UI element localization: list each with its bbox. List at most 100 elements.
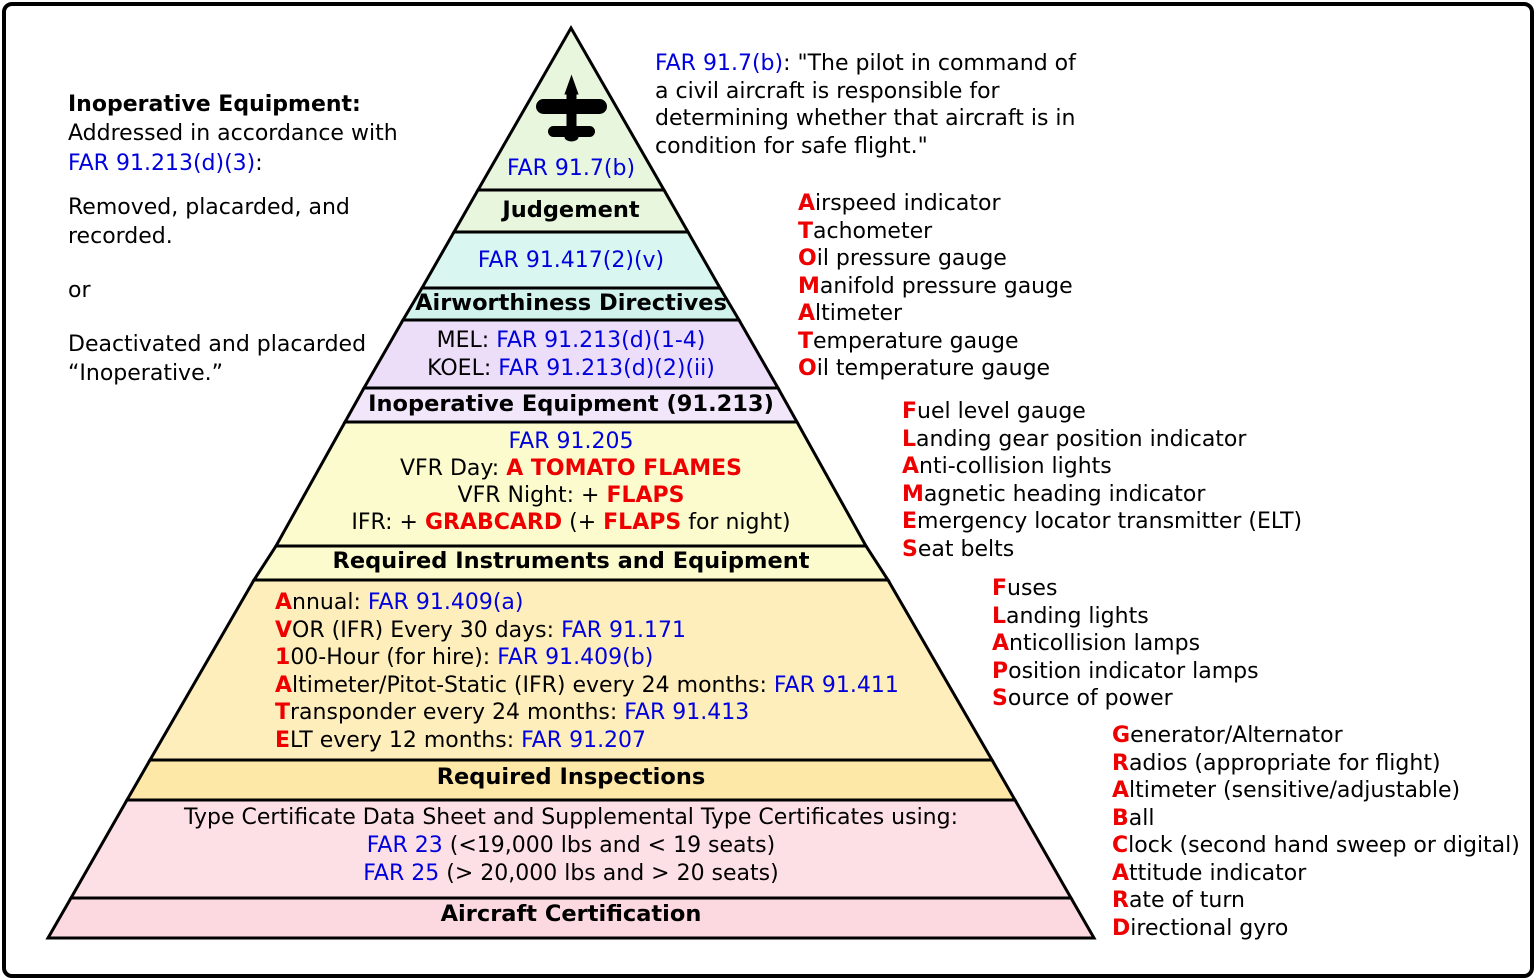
item-text: anding lights	[1006, 603, 1149, 629]
item-text: il temperature gauge	[816, 356, 1051, 381]
left-panel-far-ref-line: FAR 91.213(d)(3):	[68, 151, 263, 176]
list-item: Clock (second hand sweep or digital)	[1112, 832, 1520, 860]
far-91-7b-quote: FAR 91.7(b): "The pilot in command of a …	[655, 50, 1079, 160]
ifr-tail: for night)	[681, 510, 791, 535]
list-item: Source of power	[992, 685, 1259, 713]
item-text: uses	[1007, 576, 1058, 601]
mnemonic-initial: G	[1112, 723, 1131, 748]
mnemonic-initial: F	[992, 576, 1008, 601]
mnemonic-initial: S	[992, 686, 1008, 711]
item-text: nticollision lamps	[1009, 631, 1201, 656]
item-text: nnual:	[292, 590, 368, 615]
list-item: Anticollision lamps	[992, 630, 1259, 658]
item-text: achometer	[813, 218, 933, 244]
quote-text: : "The pilot in command of a civil aircr…	[655, 51, 1076, 159]
item-text: ltimeter/Pitot-Static (IFR) every 24 mon…	[292, 672, 774, 698]
list-item: Airspeed indicator	[798, 190, 1073, 218]
mnemonic-initial: A	[275, 590, 293, 615]
band-airworthiness-label: Airworthiness Directives	[415, 290, 727, 316]
koel-line: KOEL: FAR 91.213(d)(2)(ii)	[427, 356, 715, 381]
list-item: Magnetic heading indicator	[902, 481, 1302, 509]
item-text: anding gear position indicator	[916, 426, 1247, 452]
far25-line: FAR 25 (> 20,000 lbs and > 20 seats)	[363, 861, 778, 886]
mnemonic-initial: T	[798, 218, 814, 244]
flames-list: Fuel level gauge Landing gear position i…	[902, 398, 1302, 563]
far23-criteria: (<19,000 lbs and < 19 seats)	[442, 833, 776, 858]
item-text: irspeed indicator	[815, 191, 1001, 216]
mnemonic-initial: A	[1112, 860, 1130, 886]
item-text: il pressure gauge	[816, 246, 1007, 271]
mnemonic-initial: E	[275, 727, 291, 753]
list-item: Altimeter/Pitot-Static (IFR) every 24 mo…	[275, 672, 899, 700]
mnemonic-initial: V	[275, 617, 293, 643]
aviate-inspections-list: Annual: FAR 91.409(a) VOR (IFR) Every 30…	[275, 589, 899, 755]
mnemonic-initial: S	[902, 536, 918, 562]
vfr-day-line: VFR Day: A TOMATO FLAMES	[400, 456, 742, 481]
mnemonic-initial: E	[902, 509, 918, 534]
list-item: Landing gear position indicator	[902, 426, 1302, 454]
item-text: 00-Hour (for hire):	[290, 645, 498, 671]
far-reference: FAR 91.413	[624, 700, 750, 726]
item-text: adios (appropriate for flight)	[1128, 750, 1441, 776]
mel-label: MEL:	[436, 328, 497, 353]
mnemonic-initial: F	[902, 399, 918, 424]
far-reference: FAR 23	[366, 833, 443, 858]
item-text: ltimeter	[815, 301, 903, 326]
mnemonic-initial: R	[1112, 888, 1129, 913]
mnemonic-initial: M	[798, 273, 820, 299]
koel-label: KOEL:	[427, 356, 499, 381]
mnemonic-initial: T	[798, 328, 814, 354]
left-panel-option1-line1: Removed, placarded, and	[68, 195, 350, 220]
type-certificate-line: Type Certificate Data Sheet and Suppleme…	[184, 805, 958, 830]
item-text: ate of turn	[1128, 888, 1245, 913]
far-reference: FAR 91.213(d)(1-4)	[496, 328, 706, 353]
atomato-list: Airspeed indicator Tachometer Oil pressu…	[798, 190, 1073, 383]
mnemonic-grabcard: GRABCARD	[424, 510, 563, 535]
mnemonic-initial: A	[798, 191, 816, 216]
far-reference: FAR 91.409(b)	[497, 645, 654, 671]
left-panel-or: or	[68, 278, 91, 303]
ifr-label: IFR: +	[351, 510, 425, 535]
item-text: mergency locator transmitter (ELT)	[917, 509, 1303, 534]
ifr-line: IFR: + GRABCARD (+ FLAPS for night)	[351, 510, 790, 535]
band-required-inspections-label: Required Inspections	[436, 764, 706, 790]
far-reference: FAR 91.213(d)(2)(ii)	[498, 356, 715, 381]
list-item: Generator/Alternator	[1112, 722, 1520, 750]
item-text: OR (IFR) Every 30 days:	[292, 617, 562, 643]
list-item: Oil temperature gauge	[798, 355, 1073, 383]
list-item: Attitude indicator	[1112, 860, 1520, 888]
list-item: Directional gyro	[1112, 915, 1520, 943]
mnemonic-initial: A	[992, 631, 1010, 656]
item-text: all	[1128, 805, 1155, 831]
item-text: uel level gauge	[917, 399, 1086, 424]
item-text: ource of power	[1007, 686, 1173, 711]
list-item: Annual: FAR 91.409(a)	[275, 589, 899, 617]
far-reference: FAR 91.213(d)(3)	[68, 151, 256, 176]
far-reference: FAR 91.411	[773, 672, 899, 698]
list-item: ELT every 12 months: FAR 91.207	[275, 727, 899, 755]
item-text: enerator/Alternator	[1130, 723, 1343, 748]
far25-criteria: (> 20,000 lbs and > 20 seats)	[439, 861, 779, 886]
mnemonic-initial: B	[1112, 805, 1129, 831]
vfr-day-label: VFR Day:	[399, 456, 507, 481]
grabcard-list: Generator/Alternator Radios (appropriate…	[1112, 722, 1520, 942]
far23-line: FAR 23 (<19,000 lbs and < 19 seats)	[367, 833, 775, 858]
list-item: VOR (IFR) Every 30 days: FAR 91.171	[275, 617, 899, 645]
list-item: Anti-collision lights	[902, 453, 1302, 481]
list-item: Radios (appropriate for flight)	[1112, 750, 1520, 778]
mnemonic-initial: A	[1112, 778, 1130, 803]
mnemonic-initial: C	[1112, 833, 1129, 858]
left-panel-option2-line1: Deactivated and placarded	[68, 332, 367, 357]
band-required-instruments-label: Required Instruments and Equipment	[332, 548, 810, 574]
item-text: LT every 12 months:	[290, 727, 522, 753]
list-item: Position indicator lamps	[992, 658, 1259, 686]
list-item: Manifold pressure gauge	[798, 273, 1073, 301]
band-equip-far-ref: FAR 91.205	[508, 429, 634, 454]
left-panel-option2-line2: “Inoperative.”	[68, 361, 223, 386]
left-panel-title: Inoperative Equipment:	[68, 92, 361, 117]
item-text: eat belts	[917, 536, 1015, 562]
mnemonic-atomato-flames: A TOMATO FLAMES	[506, 456, 743, 481]
item-text: irectional gyro	[1130, 915, 1289, 941]
band-top-far-ref: FAR 91.7(b)	[506, 156, 636, 181]
list-item: Tachometer	[798, 218, 1073, 246]
